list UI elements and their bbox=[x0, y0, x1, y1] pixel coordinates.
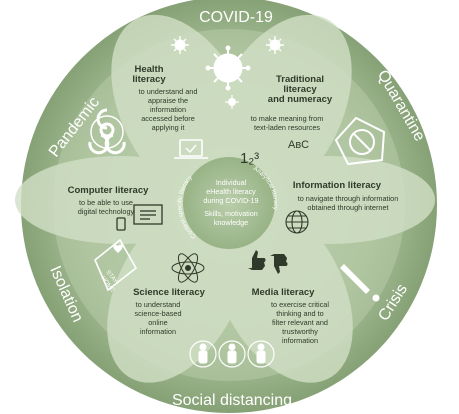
center-line-3: during COVID-19 bbox=[203, 196, 258, 205]
media-body-4: trustworthy bbox=[282, 327, 318, 336]
media-body-1: to exercise critical bbox=[271, 300, 329, 309]
center-line-4: Skills, motivation bbox=[204, 209, 258, 218]
science-body-3: online bbox=[148, 318, 167, 327]
rim-label-covid: COVID-19 bbox=[199, 9, 273, 26]
science-body-4: information bbox=[140, 327, 176, 336]
science-body-1: to understand bbox=[136, 300, 181, 309]
information-body-1: to navigate through information bbox=[298, 194, 399, 203]
health-body-5: applying it bbox=[152, 123, 185, 132]
science-body-2: science-based bbox=[134, 309, 181, 318]
information-body-2: obtained through internet bbox=[307, 203, 388, 212]
health-title-1: Health bbox=[134, 64, 163, 75]
hazard-icon bbox=[88, 108, 126, 155]
computer-body-2: digital technology bbox=[78, 207, 135, 216]
center-line-1: Individual bbox=[216, 178, 247, 187]
petal-computer bbox=[15, 156, 225, 244]
science-title: Science literacy bbox=[133, 287, 206, 298]
no-entry-icon bbox=[334, 116, 386, 166]
information-title: Information literacy bbox=[293, 180, 382, 191]
traditional-body-2: text-laden resources bbox=[254, 123, 320, 132]
health-body-1: to understand and bbox=[139, 87, 198, 96]
globe-icon bbox=[285, 210, 309, 234]
numbers-icon: 1₂³ bbox=[240, 150, 259, 167]
traditional-title-1: Traditional bbox=[276, 74, 324, 85]
virus-icon bbox=[171, 36, 284, 109]
media-body-2: thinking and to bbox=[276, 309, 323, 318]
computer-title: Computer literacy bbox=[68, 185, 149, 196]
exclamation-icon bbox=[340, 264, 380, 302]
thumbs-icon bbox=[248, 250, 288, 274]
center-line-5: knowledge bbox=[214, 218, 248, 227]
computer-body-1: to be able to use bbox=[79, 198, 133, 207]
atom-icon bbox=[171, 253, 205, 283]
traditional-title-2: literacy bbox=[283, 84, 317, 95]
center-circle bbox=[183, 157, 275, 249]
media-title: Media literacy bbox=[252, 287, 316, 298]
people-icon bbox=[189, 340, 275, 368]
health-body-4: accessed before bbox=[141, 114, 195, 123]
presentation-icon bbox=[116, 204, 163, 231]
health-title-2: literacy bbox=[132, 74, 166, 85]
media-body-3: filter relevant and bbox=[272, 318, 328, 327]
abc-icon: AʙC bbox=[288, 139, 309, 151]
traditional-title-3: and numeracy bbox=[268, 94, 333, 105]
laptop-icon bbox=[174, 139, 208, 159]
health-body-2: appraise the bbox=[148, 96, 188, 105]
traditional-body-1: to make meaning from bbox=[251, 114, 324, 123]
rim-label-social-distancing: Social distancing bbox=[172, 392, 292, 409]
health-body-3: information bbox=[150, 105, 186, 114]
center-line-2: eHealth literacy bbox=[206, 187, 256, 196]
media-body-5: information bbox=[282, 336, 318, 345]
